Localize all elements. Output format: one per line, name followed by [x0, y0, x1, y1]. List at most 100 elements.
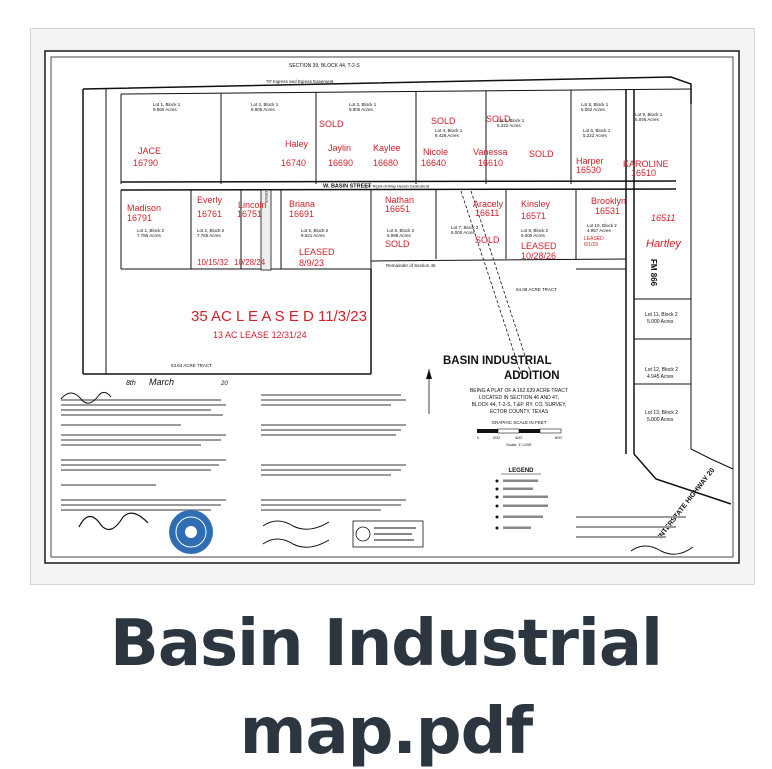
easement-label: 70' Ingress and Egress Easement [266, 79, 334, 84]
plat-text: 5.046 Acres [635, 117, 660, 122]
lot-owner-name: Aracely [473, 199, 504, 209]
plat-text: 9.521 Acres [301, 233, 326, 238]
plat-text: 0 [477, 435, 480, 440]
plat-text: Lot 6, Block 1 [583, 128, 611, 133]
north-arrow-icon [426, 369, 432, 379]
plat-text: Lot 4, Block 1 [435, 128, 463, 133]
lot-status: SOLD [385, 239, 410, 249]
lot-status: SOLD [431, 116, 456, 126]
plat-text: Scale: 1"=200' [506, 442, 532, 447]
plat-title: BASIN INDUSTRIAL [443, 355, 552, 367]
pdf-preview-card[interactable]: SECTION 39, BLOCK 44, T-2-S 70' Ingress … [30, 28, 755, 585]
legend-title: LEGEND [508, 468, 534, 474]
lot-acres: 5.000 Acres [647, 417, 674, 423]
lot-status: SOLD [529, 149, 554, 159]
lot-owner-name: JACE [138, 146, 161, 156]
lot-date: 10/28/26 [521, 251, 556, 261]
lot-owner-name: Kinsley [521, 199, 551, 209]
lease-35-ac-label: 35 AC L E A S E D 11/3/23 [191, 308, 367, 325]
lot-id: 16751 [237, 209, 262, 219]
plat-description: ECTOR COUNTY, TEXAS [490, 409, 549, 415]
plat-text: 7.786 Acres [137, 233, 162, 238]
plat-text: 9.960 Acres [153, 107, 178, 112]
surveyor-seal-icon [169, 510, 213, 554]
plat-text: Lot 5, Block 2 [301, 228, 329, 233]
lot-id: 16791 [127, 213, 152, 223]
plat-text: Lot 3, Block 1 [349, 102, 377, 107]
lot-status: LEASED [584, 236, 604, 242]
lot-owner-name: Kaylee [373, 143, 401, 153]
plat-text: 5.000 Acres [451, 230, 476, 235]
signature-month: March [149, 377, 174, 387]
plat-text: 9.429 Acres [435, 133, 460, 138]
lot-acres: 5.000 Acres [647, 319, 674, 325]
street-note: (50' Right-of-Way Herein Dedicated) [365, 184, 430, 189]
handwritten-name: Hartley [646, 238, 682, 250]
plat-description: BLOCK 44, T-2-S, T.&P. RY. CO. SURVEY, [472, 402, 567, 408]
plat-description: LOCATED IN SECTION 46 AND 47, [479, 395, 559, 401]
plat-text: 9.805 Acres [349, 107, 374, 112]
lot-status: SOLD [319, 119, 344, 129]
lot-id: 16510 [631, 168, 656, 178]
lot-label: Lot 11, Block 2 [645, 312, 678, 318]
lot-owner-name: Haley [285, 139, 309, 149]
lot-owner-name: Nicole [423, 147, 448, 157]
plat-description: BEING A PLAT OF A 162.639 ACRE TRACT [470, 388, 568, 394]
scale-label: GRAPHIC SCALE IN FEET [491, 420, 546, 425]
street-name: W. BASIN STREET [323, 184, 372, 190]
lot-owner-name: Briana [289, 199, 315, 209]
plat-text: 400' [515, 435, 523, 440]
plat-text: 5.062 Acres [581, 107, 606, 112]
plat-text: 5.000 Acres [521, 233, 546, 238]
lot-id: 16690 [328, 158, 353, 168]
svg-text:DRIVE: DRIVE [264, 191, 269, 204]
lot-date: 6/1/29 [584, 242, 598, 248]
lot-id: 16790 [133, 158, 158, 168]
lot-owner-name: Harper [576, 156, 604, 166]
lot-status: SOLD [475, 235, 500, 245]
plat-text: 5.222 Acres [583, 133, 608, 138]
lot-owner-name: Jaylin [328, 143, 351, 153]
lot-owner-name: Lincoln [238, 200, 267, 210]
lot-status: LEASED [521, 241, 557, 251]
lot-label: Lot 13, Block 2 [645, 410, 678, 416]
lot-id: 16651 [385, 204, 410, 214]
plat-text: Lot 10, Block 2 [587, 223, 617, 228]
lot-status: LEASED [299, 247, 335, 257]
lot-owner-name: Everly [197, 195, 223, 205]
lot-owner-name: KAROLINE [623, 159, 669, 169]
lot-id: 16640 [421, 158, 446, 168]
file-name-line-2: map.pdf [239, 695, 533, 769]
plat-map-image: SECTION 39, BLOCK 44, T-2-S 70' Ingress … [44, 50, 740, 564]
lease-13-ac-label: 13 AC LEASE 12/31/24 [213, 330, 307, 340]
plat-text: Lot 8, Block 2 [521, 228, 549, 233]
lot-date: 10/28/24 [234, 258, 266, 267]
plat-text: 5.222 Acres [497, 123, 522, 128]
file-name-line-1: Basin Industrial [110, 607, 663, 681]
signature-day: 8th [126, 380, 136, 387]
lot-label: Lot 12, Block 2 [645, 367, 678, 373]
plat-text: Lot 8, Block 1 [581, 102, 609, 107]
plat-text: Lot 1, Block 2 [137, 228, 165, 233]
plat-text: Lot 6, Block 2 [387, 228, 415, 233]
fm-road-label: FM 866 [649, 259, 658, 287]
notary-stamp-icon [352, 520, 424, 548]
plat-text: Lot 2, Block 1 [251, 102, 279, 107]
tract-53-label: 53.64 ACRE TRACT [171, 363, 212, 368]
lot-id: 16571 [521, 211, 546, 221]
signature-year: 20 [220, 381, 228, 387]
plat-text: Lot 7, Block 2 [451, 225, 479, 230]
tract-acres-label: 54.08 ACRE TRACT [516, 287, 557, 292]
plat-text: Lot 5, Block 1 [497, 118, 525, 123]
lot-id: 16611 [475, 208, 499, 218]
lot-status: SOLD [486, 114, 511, 124]
lot-id: 16691 [289, 209, 314, 219]
section-label: SECTION 39, BLOCK 44, T-2-S [289, 63, 360, 69]
plat-text: Lot 9, Block 1 [635, 112, 663, 117]
plat-text: 7.765 Acres [197, 233, 222, 238]
remainder-label: Remainder of Section 46 [386, 263, 436, 268]
handwritten-id: 16511 [651, 213, 675, 223]
plat-text: 6.998 Acres [387, 233, 412, 238]
lot-id: 16740 [281, 158, 306, 168]
lot-date: 10/15/32 [197, 258, 229, 267]
